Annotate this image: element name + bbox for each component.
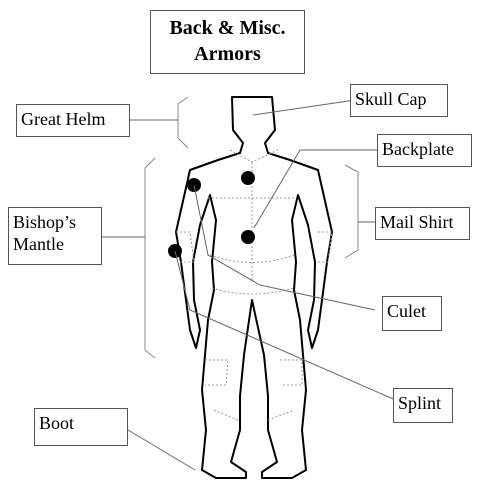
leader-lines	[102, 100, 400, 470]
label-skull-cap: Skull Cap	[350, 84, 448, 117]
body-outline	[176, 97, 332, 478]
title-line-2: Armors	[151, 41, 304, 67]
label-great-helm: Great Helm	[16, 104, 130, 137]
label-backplate: Backplate	[377, 134, 472, 167]
marker-mail-shirt	[241, 230, 255, 244]
label-bishops-mantle: Bishop’s Mantle	[8, 207, 102, 265]
label-mail-shirt: Mail Shirt	[375, 207, 470, 240]
title-line-1: Back & Misc.	[151, 15, 304, 41]
marker-backplate	[241, 171, 255, 185]
label-bishops-line-2: Mantle	[13, 233, 97, 255]
label-bishops-line-1: Bishop’s	[13, 211, 97, 233]
label-boot: Boot	[34, 408, 128, 446]
label-splint: Splint	[393, 388, 453, 423]
label-culet: Culet	[382, 296, 442, 331]
diagram-title: Back & Misc. Armors	[150, 10, 305, 74]
armor-markers	[168, 171, 255, 258]
armor-seams	[176, 150, 332, 420]
